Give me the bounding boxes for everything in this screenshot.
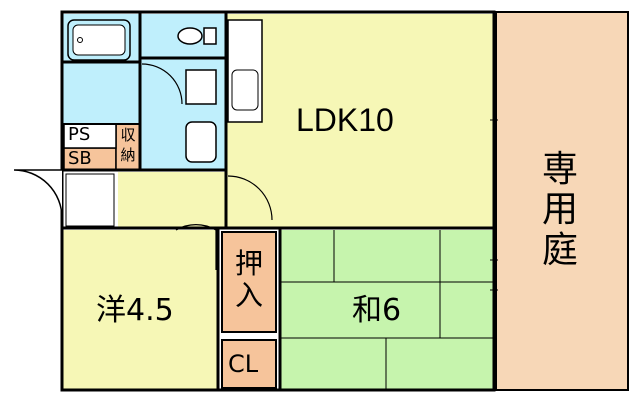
door-arcs: [141, 63, 273, 270]
drain-icon: [77, 37, 83, 43]
cl-closet: [221, 339, 277, 389]
entrance-door: [13, 169, 115, 227]
walls: [60, 10, 496, 392]
cl-label: CL: [228, 350, 259, 378]
washer-pan: [185, 69, 217, 105]
window-marks: [490, 119, 498, 291]
shuno-label: 収納: [120, 126, 136, 164]
washbasin: [185, 121, 217, 163]
ldk-room: [226, 14, 494, 228]
western-room: [62, 230, 218, 390]
entry-hall: [118, 172, 226, 228]
ps-label: PS: [68, 124, 91, 145]
ldk-label: LDK10: [296, 102, 394, 138]
bathtub-inner: [72, 24, 126, 56]
garden-area: [495, 11, 629, 391]
sb-label: SB: [68, 148, 92, 169]
kitchen-sink: [231, 69, 259, 111]
japanese-room-label: 和6: [352, 293, 402, 328]
japanese-room: [280, 230, 494, 390]
toilet: [177, 27, 203, 45]
garden-label: 専用庭: [541, 149, 578, 271]
ps-box: [63, 123, 117, 149]
oshiire-closet: [221, 231, 277, 333]
western-room-label: 洋4.5: [96, 293, 174, 328]
toilet-tank: [203, 27, 217, 45]
tatami-lines: [280, 230, 494, 390]
oshiire-label: 押入: [234, 247, 263, 313]
